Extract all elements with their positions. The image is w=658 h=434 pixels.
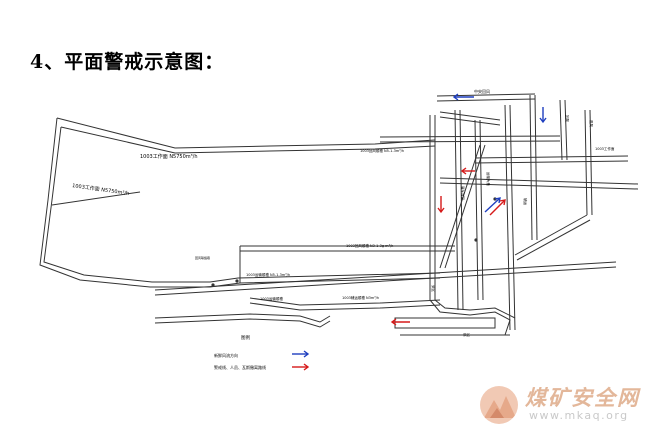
upper-east-1b: [379, 140, 561, 143]
label-right-a: 1003工作面: [595, 146, 615, 151]
vert-6: [559, 99, 563, 161]
diag-1b: [444, 144, 486, 269]
upper-east-1: [379, 135, 561, 138]
label-bottom: 采区: [463, 332, 471, 337]
upper-east-2: [474, 155, 629, 159]
legend: 图例 新鲜风流方向 警戒线、人员、瓦斯撤离路线: [214, 334, 310, 371]
label-roadway-c: 1003运输顺槽 N5-1-3m³/h: [246, 272, 290, 277]
label-face-main: 1003工作面 N5750m³/h: [140, 153, 198, 160]
vert-6b: [564, 99, 568, 161]
blue-arrow-down: [539, 107, 547, 124]
diag-3: [439, 111, 501, 121]
airflow-arrows: [390, 93, 547, 326]
bottom-cluster-2: [434, 299, 516, 319]
main-roadway-top: [56, 117, 436, 149]
vert-4: [504, 104, 511, 331]
page-title: 4、平面警戒示意图：: [30, 51, 225, 73]
roadway-low-1: [154, 261, 617, 291]
upper-east-2b: [474, 160, 629, 164]
label-v3: 进风: [589, 120, 594, 128]
diag-1: [439, 144, 481, 269]
label-roadway-e: 1003辅运顺槽 N3m³/h: [342, 295, 379, 300]
marker-1: [211, 283, 215, 287]
diagram-labels: 1003工作面 N5750m³/h 1003工作面 N5750m³/h 中央回风…: [72, 88, 615, 337]
red-arrow-down: [437, 196, 445, 214]
upper-east-3: [439, 177, 639, 185]
marker-3: [474, 238, 478, 242]
diag-2b: [516, 219, 591, 261]
legend-blue-arrow: [292, 350, 310, 358]
west-face-outline: [39, 117, 441, 288]
diag-3b: [439, 116, 501, 126]
bottom-cluster-1: [429, 299, 511, 336]
label-roadway-d: 1003运输顺槽: [260, 296, 283, 301]
bottom-cluster-box: [394, 317, 496, 329]
watermark-url: www.mkaq.org: [529, 409, 629, 422]
vert-3b: [479, 119, 484, 301]
label-v5: 辅运: [523, 198, 528, 206]
vert-7b: [589, 109, 593, 216]
label-return-top: 中央回风: [474, 88, 490, 94]
roadway-low-2: [249, 297, 441, 306]
label-roadway-b: 1003回风顺槽 N3-1-3g m³/h: [346, 243, 393, 248]
top-return-b: [436, 98, 536, 102]
label-roadway-a: 1003回风顺槽 N5-1-3m³/h: [360, 148, 404, 153]
label-v4: 运输大巷: [486, 172, 491, 186]
roadway-low-3b: [154, 318, 331, 328]
watermark-logo-icon: [480, 386, 518, 424]
diag-2: [514, 214, 588, 256]
blue-arrow-top: [452, 93, 474, 101]
west-face-inner: [43, 126, 441, 283]
main-roadway-top-2: [60, 126, 436, 154]
vert-3: [474, 119, 479, 301]
legend-title: 图例: [241, 334, 250, 341]
roadway-low-3: [154, 313, 331, 323]
watermark: 煤矿安全网 www.mkaq.org: [480, 384, 650, 428]
label-face-west: 1003工作面 N5750m³/h: [72, 182, 130, 197]
roadway-low-2b: [249, 302, 441, 311]
watermark-title: 煤矿安全网: [525, 385, 640, 410]
label-v2: 回风: [565, 115, 569, 123]
vert-7: [584, 109, 588, 216]
red-arrow-left-1: [460, 167, 475, 175]
vert-5b: [534, 94, 538, 241]
roadway-low-1b: [154, 266, 617, 296]
label-v6: 采区: [431, 285, 436, 293]
legend-red-label: 警戒线、人员、瓦斯撤离路线: [214, 364, 266, 370]
upper-east-3b: [439, 182, 639, 190]
blue-arrow-diag: [484, 197, 501, 213]
vert-2: [454, 109, 459, 311]
top-return: [436, 93, 536, 97]
marker-2: [235, 279, 239, 283]
vert-5: [529, 94, 533, 241]
red-arrow-bottom: [390, 318, 410, 326]
red-arrow-diag: [489, 199, 506, 216]
roadway-network: [39, 93, 639, 336]
label-v1: 进风大巷: [460, 186, 465, 200]
legend-blue-label: 新鲜风流方向: [214, 352, 238, 358]
face-diagonal: [51, 191, 141, 206]
legend-red-arrow: [292, 363, 310, 371]
vert-4b: [509, 104, 516, 331]
vert-2b: [459, 109, 464, 311]
label-small-left: 回风联络巷: [195, 255, 210, 260]
